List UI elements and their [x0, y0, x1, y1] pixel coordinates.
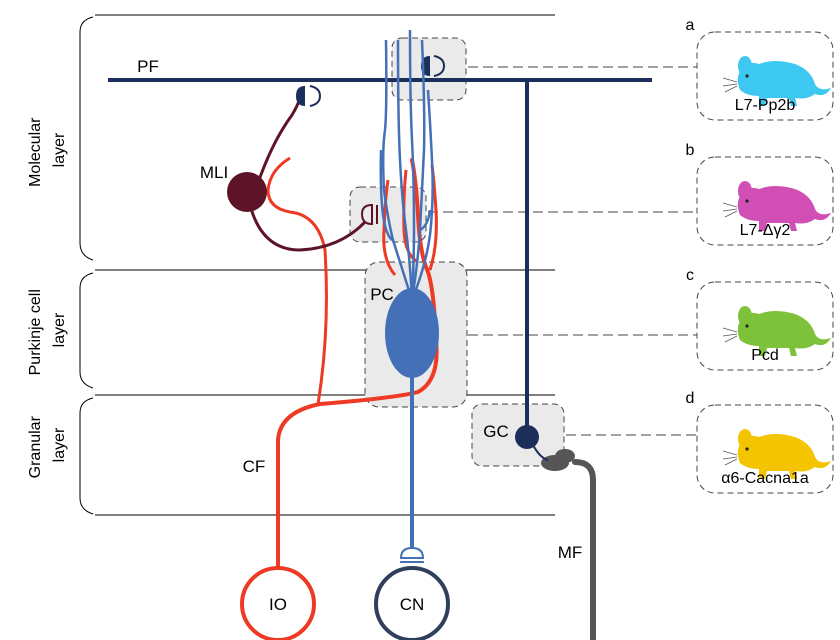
mouse-icon: [722, 181, 831, 231]
granular-layer-brace: [79, 397, 94, 515]
mli-cell-body: [227, 172, 267, 212]
mouse-icon: [722, 56, 831, 106]
mouse-model-name: Pcd: [751, 347, 779, 364]
mli-axon: [253, 97, 302, 193]
purkinje-cell-body: [385, 288, 439, 378]
gc-label: GC: [483, 422, 509, 441]
mli-lower-axon: [248, 204, 367, 252]
mouse-panel-letter: b: [686, 142, 695, 159]
purkinje-layer-label: Purkinje cell layer: [27, 285, 68, 376]
mouse-model-name: L7-Δγ2: [740, 222, 791, 239]
purkinje-layer-brace: [79, 272, 94, 389]
granule-cell-dendrite: [532, 444, 549, 461]
mouse-icon: [722, 429, 831, 479]
mouse-panel-d: d α6-Cacna1a: [686, 390, 834, 494]
climbing-fiber-branch-4: [382, 179, 397, 276]
mli-pc-synapse-terminal: [360, 203, 373, 226]
mossy-fiber-rosette-2: [555, 449, 575, 463]
mouse-panel-letter: a: [686, 17, 695, 34]
cf-label: CF: [243, 457, 266, 476]
io-label: IO: [269, 595, 287, 614]
pf-label: PF: [137, 57, 159, 76]
granule-cell-body: [515, 425, 539, 449]
mli-label: MLI: [200, 163, 228, 182]
io-nucleus: [240, 566, 316, 640]
mf-label: MF: [558, 543, 583, 562]
mouse-panel-a: aL7-Pp2b: [686, 17, 834, 121]
climbing-fiber-branch-3: [402, 169, 419, 264]
mouse-model-name: α6-Cacna1a: [721, 470, 809, 487]
mouse-panel-letter: c: [686, 267, 694, 284]
mouse-icon: [722, 306, 831, 356]
mouse-model-name: L7-Pp2b: [735, 97, 796, 114]
pc-cn-synapse-terminal: [399, 546, 425, 559]
climbing-fiber-mli-branch: [266, 156, 328, 405]
pc-label: PC: [370, 285, 394, 304]
purkinje-dendrites: [379, 29, 434, 301]
cn-label: CN: [400, 595, 425, 614]
pf-pc-synapse-cup: [433, 55, 446, 77]
cn-nucleus: [374, 566, 450, 640]
mouse-panel-letter: d: [686, 390, 695, 407]
pf-mli-synapse-terminal: [296, 86, 305, 106]
granular-layer-label: Granular layer: [27, 412, 68, 479]
molecular-layer-label: Molecular layer: [27, 113, 68, 187]
molecular-layer-brace: [79, 16, 94, 261]
mossy-fiber: [572, 459, 596, 640]
pf-mli-synapse-cup: [309, 85, 322, 107]
mouse-panel-b: bL7-Δγ2: [686, 142, 834, 246]
